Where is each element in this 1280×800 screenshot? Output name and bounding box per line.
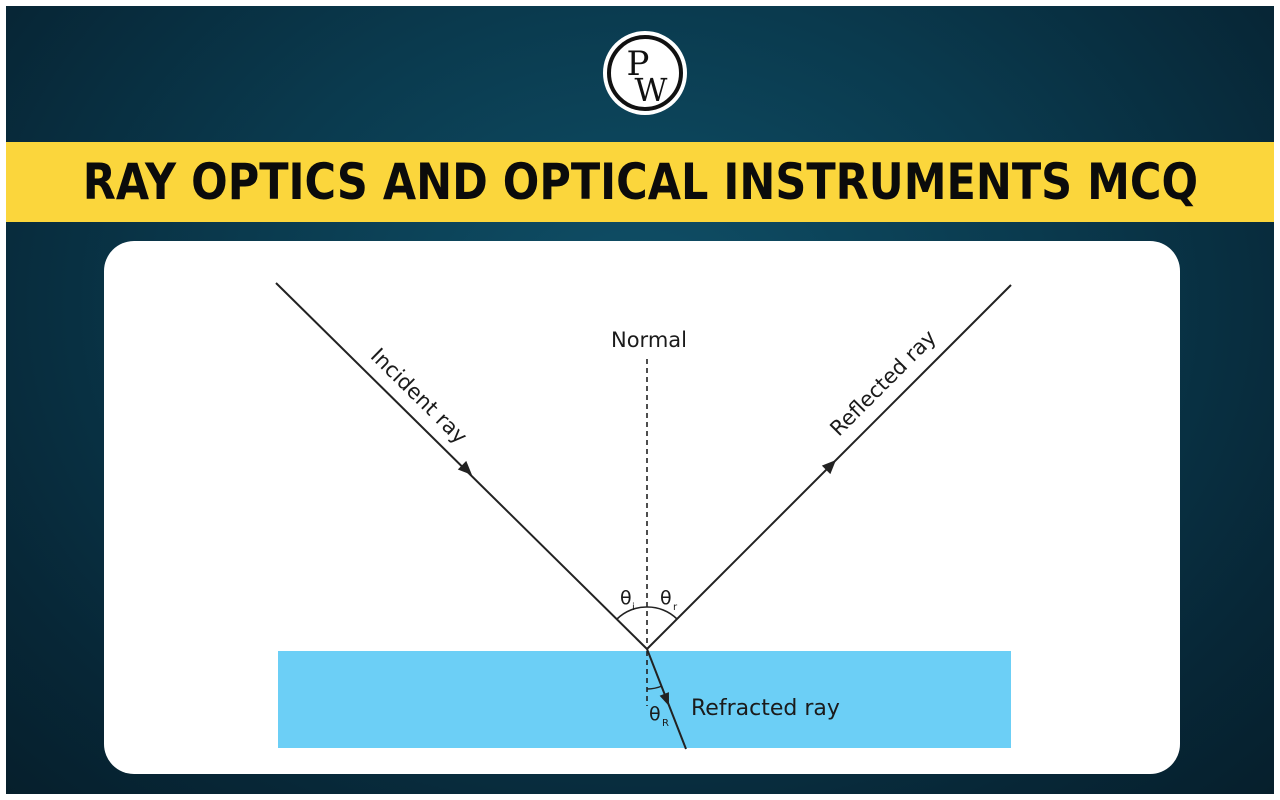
theta-reflection-symbol: θ <box>660 587 672 609</box>
logo-letter-w: W <box>635 71 668 109</box>
angle-arc-incidence <box>616 606 648 620</box>
title-bar: RAY OPTICS AND OPTICAL INSTRUMENTS MCQ <box>6 142 1274 222</box>
theta-refraction-subscript: R <box>662 718 669 729</box>
banner: P W RAY OPTICS AND OPTICAL INSTRUMENTS M… <box>6 6 1274 794</box>
incident-ray-label: Incident ray <box>366 343 472 448</box>
theta-incidence-symbol: θ <box>620 587 632 609</box>
normal-label: Normal <box>611 328 687 352</box>
reflected-arrowhead <box>821 460 836 475</box>
refracted-ray-label: Refracted ray <box>691 696 840 721</box>
theta-incidence-subscript: i <box>632 602 635 613</box>
ray-diagram: Normal Incident ray Reflected ray Refrac… <box>275 282 1012 750</box>
theta-reflection-subscript: r <box>673 602 678 613</box>
refracting-medium <box>278 651 1011 748</box>
angle-arc-refraction <box>646 685 663 690</box>
angle-arc-reflection <box>646 606 678 620</box>
incident-arrowhead <box>457 460 472 475</box>
pw-logo: P W <box>603 31 687 115</box>
logo-letter-p: P <box>627 44 650 84</box>
diagram-card: Normal Incident ray Reflected ray Refrac… <box>104 241 1180 774</box>
theta-refraction-symbol: θ <box>649 703 661 725</box>
page-title: RAY OPTICS AND OPTICAL INSTRUMENTS MCQ <box>82 153 1198 211</box>
reflected-ray-label: Reflected ray <box>825 325 941 441</box>
refracted-arrowhead <box>659 692 669 706</box>
